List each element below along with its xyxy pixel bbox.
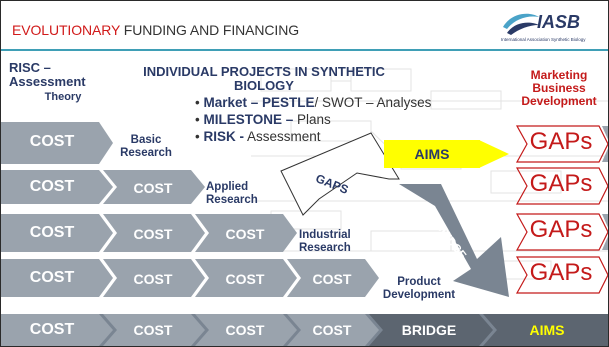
cost-r2c2: COST	[133, 180, 173, 196]
gaps-row1: GAPs	[529, 128, 593, 155]
basic-research-label: Basic Research	[120, 134, 172, 159]
cost-r4c1: COST	[29, 269, 75, 286]
cost-r4c4: COST	[312, 271, 352, 287]
cost-r2c1: COST	[29, 178, 75, 195]
bottom-aims: AIMS	[529, 322, 565, 338]
section-heading: INDIVIDUAL PROJECTS IN SYNTHETIC BIOLOGY	[143, 64, 385, 94]
header-divider	[1, 49, 608, 51]
logo-subtitle: International Association Synthetic Biol…	[501, 37, 586, 42]
cost-r3c1: COST	[29, 224, 75, 241]
aims-arrow-icon	[479, 140, 509, 168]
theory-label: Theory	[44, 91, 82, 103]
marketing-label: Marketing Business Development	[521, 68, 597, 109]
slide-title: EVOLUTIONARY FUNDING AND FINANCING	[12, 22, 299, 38]
aims-box: AIMS	[384, 140, 480, 168]
bullet-risk: • RISK - Assessment	[195, 129, 321, 144]
cost-r5c2: COST	[133, 322, 173, 338]
cost-r4c2: COST	[133, 271, 173, 287]
bullet-list: • Market – PESTLE/ SWOT – Analyses • MIL…	[195, 94, 431, 145]
risc-label: RISC – Assessment	[9, 60, 86, 90]
cost-r3c3: COST	[225, 226, 265, 242]
logo-text: IASB	[537, 12, 581, 32]
iasb-logo: IASB International Association Synthetic…	[501, 9, 601, 45]
applied-research-label: Applied Research	[206, 181, 258, 206]
bullet-market: • Market – PESTLE/ SWOT – Analyses	[195, 95, 432, 110]
gaps-row2: GAPs	[529, 170, 593, 197]
gaps-row4: GAPs	[529, 259, 593, 286]
title-rest: FUNDING AND FINANCING	[119, 22, 300, 38]
logo-swoosh-icon	[503, 13, 539, 35]
cost-r1c1: COST	[29, 133, 75, 150]
cost-r5c4: COST	[312, 322, 352, 338]
industrial-research-label: Industrial Research	[299, 229, 351, 254]
bottom-bridge: BRIDGE	[401, 322, 457, 338]
bullet-milestone: • MILESTONE – Plans	[195, 112, 331, 127]
cost-r3c2: COST	[133, 226, 173, 242]
title-highlight: EVOLUTIONARY	[12, 22, 120, 38]
cost-r5c1: COST	[29, 321, 75, 338]
product-development-label: Product Development	[382, 276, 456, 301]
cost-r5c3: COST	[225, 322, 265, 338]
gaps-row3: GAPs	[529, 216, 593, 243]
cost-r4c3: COST	[225, 271, 265, 287]
